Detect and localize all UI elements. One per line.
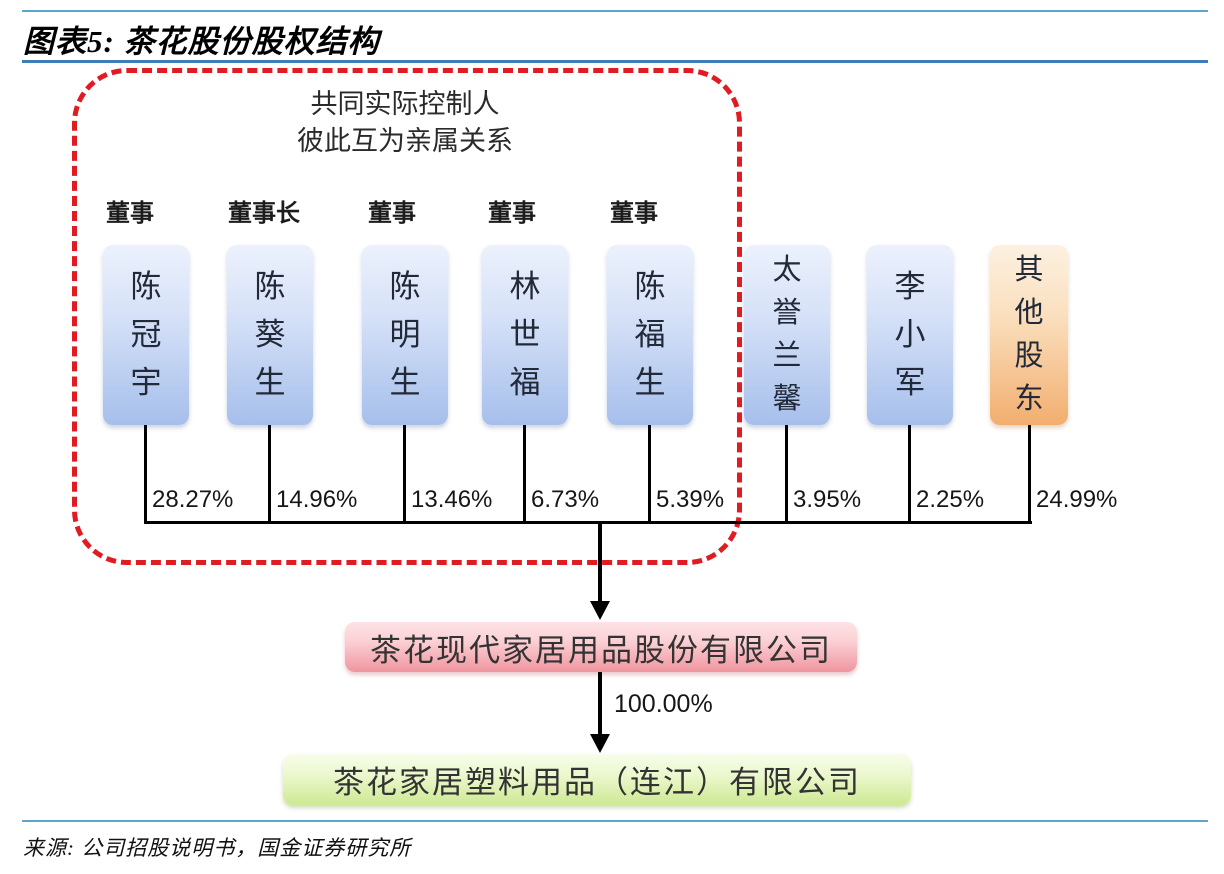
source-note: 来源: 公司招股说明书，国金证券研究所 <box>23 836 412 860</box>
arrow-to-parent <box>598 521 602 601</box>
shareholder-name: 陈明生 <box>389 269 421 400</box>
shareholder-name: 李小军 <box>894 269 926 400</box>
controllers-group-label: 共同实际控制人 彼此互为亲属关系 <box>145 86 665 160</box>
shareholder-box-chen-mingsheng: 陈明生 <box>362 245 448 425</box>
role-label-chen-kuisheng: 董事长 <box>228 201 300 227</box>
shareholder-box-chen-guanyu: 陈冠宇 <box>103 245 189 425</box>
shareholder-box-lin-shifu: 林世福 <box>482 245 568 425</box>
arrow-down-icon <box>590 601 610 620</box>
figure-title: 图表5: 茶花股份股权结构 <box>23 24 380 59</box>
connector-vline <box>268 425 271 522</box>
ownership-percentage: 14.96% <box>276 486 358 513</box>
arrow-down-icon <box>590 734 610 753</box>
ownership-percentage: 13.46% <box>411 486 493 513</box>
connector-vline <box>648 425 651 522</box>
connector-vline <box>403 425 406 522</box>
ownership-percentage: 28.27% <box>152 486 234 513</box>
shareholder-box-chen-fusheng: 陈福生 <box>607 245 693 425</box>
shareholder-box-other-shareholders: 其他股东 <box>990 245 1068 425</box>
role-label-chen-mingsheng: 董事 <box>368 201 416 227</box>
shareholder-name: 陈冠宇 <box>130 269 162 400</box>
connector-vline <box>908 425 911 522</box>
title-rule <box>22 60 1208 63</box>
controllers-group-label-line2: 彼此互为亲属关系 <box>297 126 513 156</box>
connector-vline <box>523 425 526 522</box>
controllers-group-label-line1: 共同实际控制人 <box>310 89 500 119</box>
shareholder-name: 林世福 <box>509 269 541 400</box>
top-rule <box>22 10 1208 12</box>
parent-company-box: 茶花现代家居用品股份有限公司 <box>345 622 857 672</box>
subsidiary-company-box: 茶花家居塑料用品（连江）有限公司 <box>283 754 911 805</box>
shareholder-name: 其他股东 <box>1014 254 1044 415</box>
role-label-chen-guanyu: 董事 <box>106 201 154 227</box>
role-label-lin-shifu: 董事 <box>488 201 536 227</box>
controllers-group-box <box>72 68 742 565</box>
ownership-100-label: 100.00% <box>614 690 713 718</box>
bus-line <box>144 521 1032 524</box>
ownership-percentage: 3.95% <box>793 486 862 513</box>
shareholder-box-li-xiaojun: 李小军 <box>867 245 953 425</box>
shareholder-name: 太誉兰馨 <box>772 254 802 415</box>
arrow-to-subsidiary <box>598 672 602 734</box>
role-label-chen-fusheng: 董事 <box>610 201 658 227</box>
shareholder-box-chen-kuisheng: 陈葵生 <box>227 245 313 425</box>
footer-rule <box>22 820 1208 822</box>
ownership-percentage: 6.73% <box>531 486 600 513</box>
connector-vline <box>785 425 788 522</box>
ownership-percentage: 24.99% <box>1036 486 1118 513</box>
shareholder-box-taiyu-lanxin: 太誉兰馨 <box>744 245 830 425</box>
connector-vline <box>144 425 147 522</box>
shareholder-name: 陈葵生 <box>254 269 286 400</box>
ownership-percentage: 2.25% <box>916 486 985 513</box>
shareholder-name: 陈福生 <box>634 269 666 400</box>
ownership-percentage: 5.39% <box>656 486 725 513</box>
connector-vline <box>1028 425 1031 522</box>
